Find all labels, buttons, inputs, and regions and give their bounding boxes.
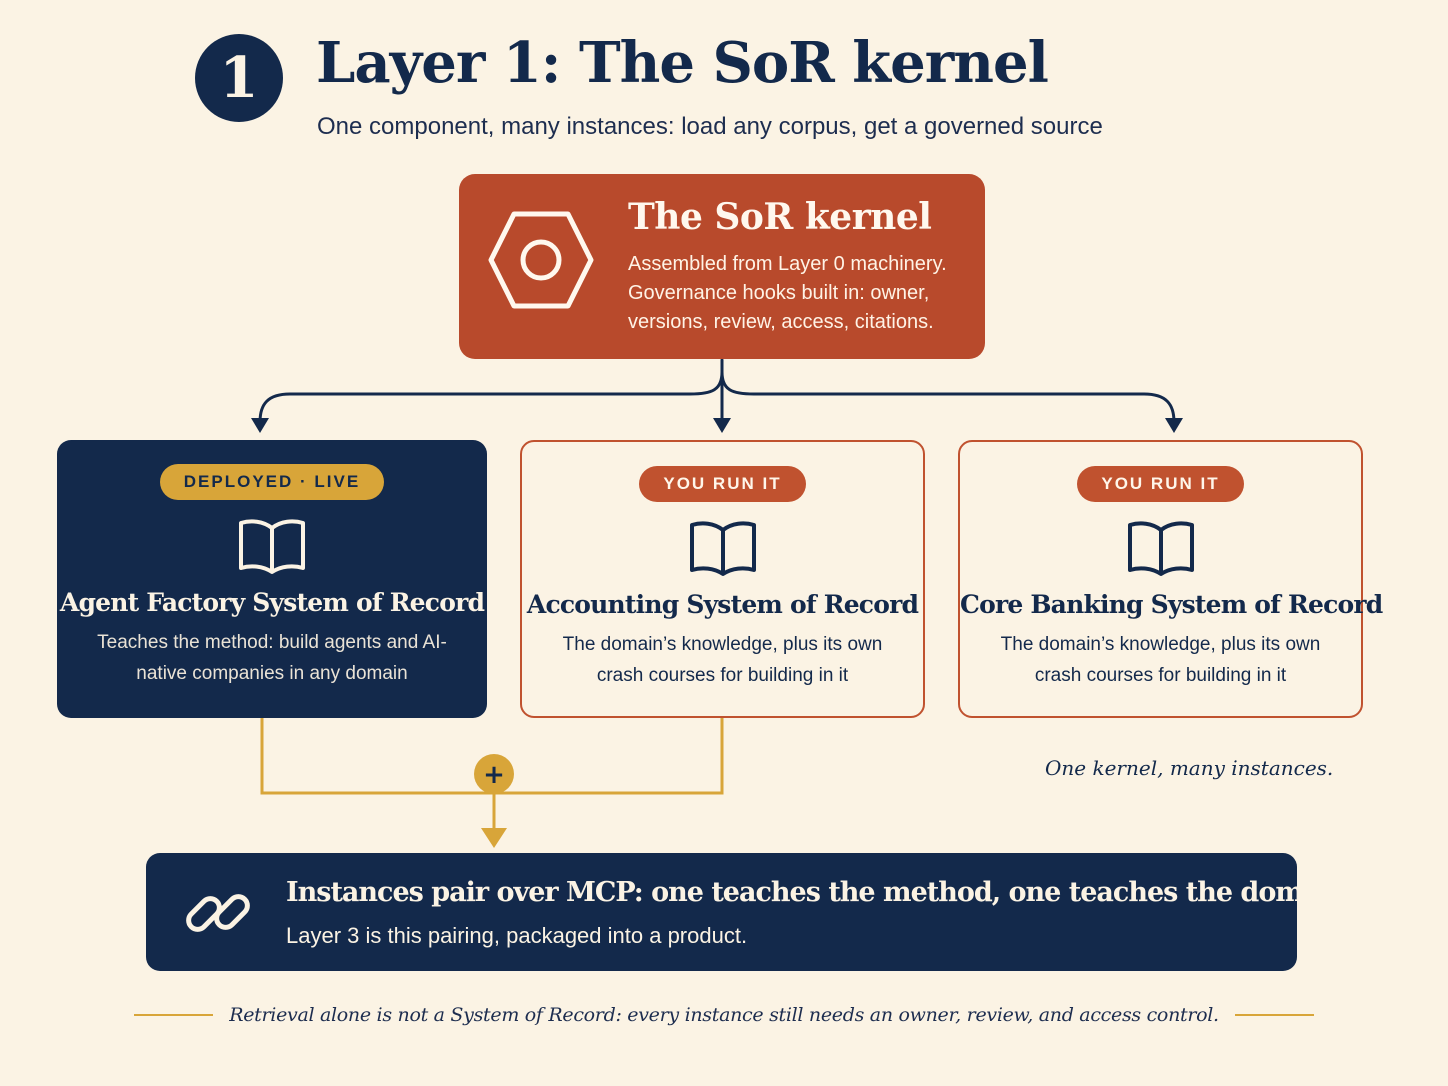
status-badge: DEPLOYED · LIVE — [159, 464, 385, 500]
plus-circle — [474, 754, 514, 794]
instance-title: Accounting System of Record — [526, 590, 919, 619]
book-icon — [689, 521, 756, 576]
pairing-subtitle: Layer 3 is this pairing, packaged into a… — [286, 923, 748, 948]
arrowhead-right — [1165, 418, 1183, 433]
kernel-branch-arrows — [258, 358, 1176, 427]
kernel-description: Assembled from Layer 0 machinery. Govern… — [628, 253, 947, 333]
instance-card-accounting: YOU RUN IT Accounting System of Record T… — [520, 440, 925, 718]
page-title: Layer 1: The SoR kernel — [316, 30, 1049, 96]
instance-card-core-banking: YOU RUN IT Core Banking System of Record… — [958, 440, 1383, 718]
arrowhead-left — [251, 418, 269, 433]
book-icon — [1127, 521, 1194, 576]
status-badge: YOU RUN IT — [639, 466, 806, 502]
page-subtitle: One component, many instances: load any … — [317, 113, 1103, 140]
instance-description: The domain’s knowledge, plus its own cra… — [1000, 634, 1321, 686]
footer-text: Retrieval alone is not a System of Recor… — [229, 1004, 1219, 1026]
footer-rule-left — [134, 1014, 214, 1016]
footer-note: Retrieval alone is not a System of Recor… — [134, 1004, 1314, 1026]
hexagon-nut-icon — [488, 211, 594, 309]
arrowhead-center — [713, 418, 731, 433]
step-number-badge: 1 — [195, 34, 283, 122]
pairing-arrowhead — [481, 828, 507, 848]
pairing-banner: Instances pair over MCP: one teaches the… — [146, 853, 1357, 971]
instance-description: The domain’s knowledge, plus its own cra… — [562, 634, 883, 686]
footer-rule-right — [1234, 1014, 1314, 1016]
instance-description: Teaches the method: build agents and AI-… — [97, 632, 447, 684]
instance-card-agent-factory: DEPLOYED · LIVE Agent Factory System of … — [57, 440, 487, 718]
side-note: One kernel, many instances. — [1045, 756, 1334, 780]
link-icon — [186, 894, 250, 932]
kernel-title: The SoR kernel — [628, 196, 932, 238]
plus-symbol: + — [483, 760, 505, 790]
status-badge: YOU RUN IT — [1077, 466, 1244, 502]
book-icon — [239, 519, 305, 574]
instance-title: Core Banking System of Record — [960, 590, 1383, 619]
kernel-card: The SoR kernel Assembled from Layer 0 ma… — [459, 174, 985, 359]
pairing-title: Instances pair over MCP: one teaches the… — [286, 877, 1357, 908]
instance-title: Agent Factory System of Record — [59, 588, 485, 617]
